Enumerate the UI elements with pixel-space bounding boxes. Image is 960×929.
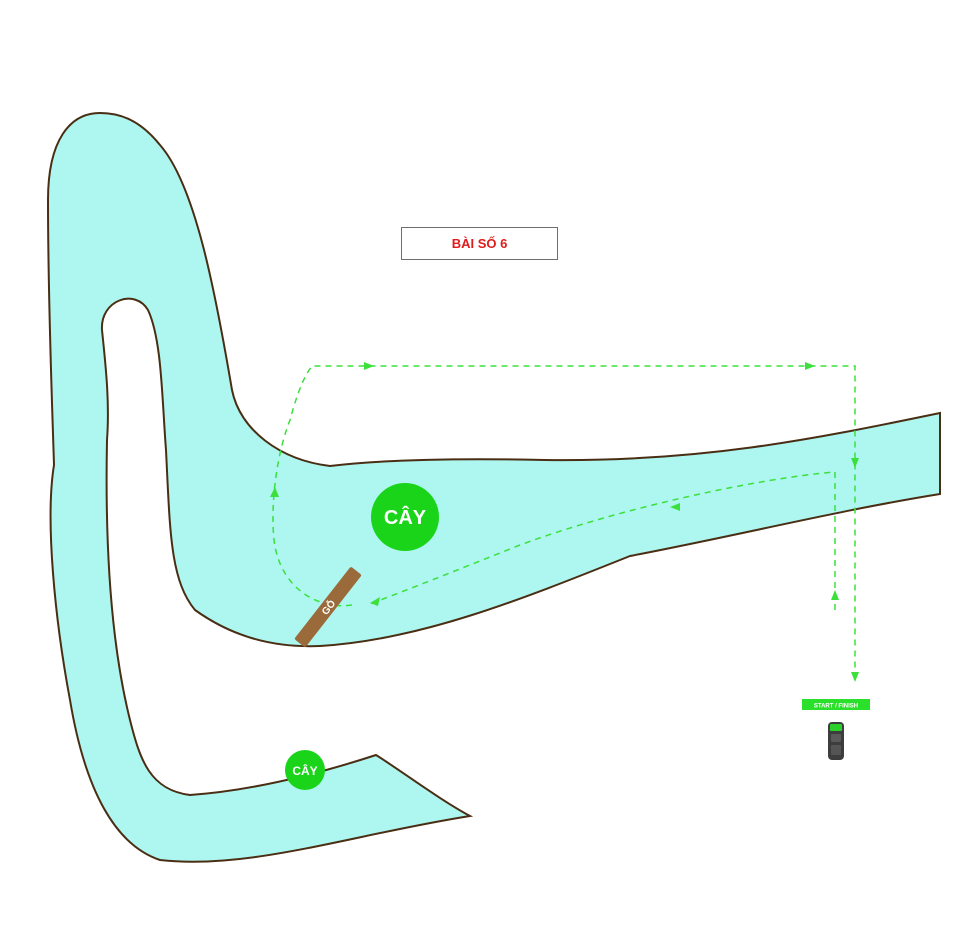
tree-marker-small: CÂY [285, 750, 325, 790]
start-finish-label: START / FINISH [814, 704, 858, 710]
arrow-icon [831, 590, 839, 600]
page-title: BÀI SỐ 6 [451, 236, 508, 251]
arrow-icon [805, 362, 815, 370]
car-icon [828, 722, 844, 760]
tree-label-small: CÂY [292, 763, 317, 778]
arrow-icon [370, 597, 380, 606]
arrow-icon [851, 458, 859, 468]
river [46, 111, 941, 863]
route [272, 365, 856, 680]
arrow-icon [270, 487, 279, 497]
route-outbound [369, 471, 836, 610]
arrow-icon [670, 503, 680, 511]
route-loop [272, 365, 856, 680]
start-finish-marker: START / FINISH [802, 699, 870, 710]
arrow-icon [851, 672, 859, 682]
title-box: BÀI SỐ 6 [401, 227, 558, 260]
tree-marker-large: CÂY [371, 483, 439, 551]
tree-label-large: CÂY [384, 505, 427, 529]
arrow-icon [364, 362, 374, 370]
